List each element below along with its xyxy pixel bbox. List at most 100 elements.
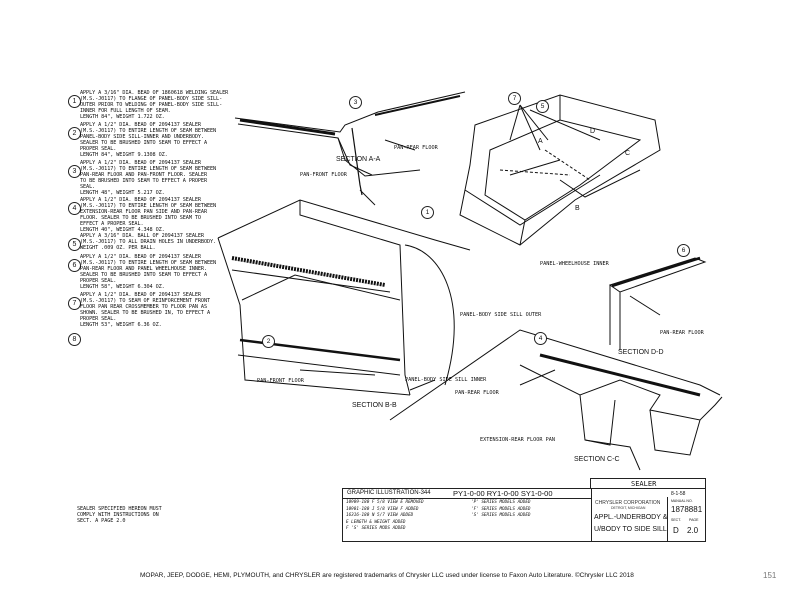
- note-line: FLOOR PAN REAR CROSSMEMBER TO FLOOR PAN …: [80, 304, 207, 310]
- sealer-note: APPLY A 3/16" DIA. BEAD OF 1860618 WELDI…: [80, 90, 280, 120]
- section-c-c-sketch: [389, 329, 723, 471]
- view-marker-d: D: [590, 128, 596, 135]
- view-marker-a: A: [538, 138, 543, 145]
- section-a-a-title: SECTION A-A: [336, 156, 381, 163]
- view-marker-b: B: [575, 205, 580, 212]
- sealer-note: APPLY A 1/2" DIA. BEAD OF 2094137 SEALER…: [80, 292, 280, 328]
- callout-3: 3: [349, 96, 362, 109]
- model-codes: PY1-0-00 RY1-0-00 SY1-0-00: [453, 489, 553, 498]
- note-line: EXTENSION-REAR FLOOR PAN SIDE AND PAN-RE…: [80, 209, 207, 215]
- note-line: (M.S.-J0117) TO ALL DRAIN HOLES IN UNDER…: [80, 239, 217, 245]
- bottom-note: SEALER SPECIFIED HEREON MUST COMPLY WITH…: [77, 506, 277, 524]
- note-line: TO BE BRUSHED INTO SEAM TO EFFECT A PROP…: [80, 178, 207, 184]
- callout-7: 7: [508, 92, 521, 105]
- label-sill-inner: PANEL-BODY SIDE SILL INNER: [405, 377, 487, 383]
- note-line: (M.S.-J0117) TO ENTIRE LENGTH OF SEAM BE…: [80, 260, 217, 266]
- note-line: LENGTH 48", WEIGHT 5.217 OZ.: [80, 190, 165, 196]
- note-line: LENGTH 40", WEIGHT 4.348 OZ.: [80, 227, 165, 233]
- note-line: PROPER SEAL.: [80, 278, 117, 284]
- note-line: APPLY A 3/16" DIA. BEAD OF 1860618 WELDI…: [80, 90, 229, 96]
- drawing-title-line2: U/BODY TO SIDE SILL: [594, 526, 667, 533]
- note-number: 6: [68, 259, 81, 272]
- underbody-sketch: [459, 94, 661, 246]
- note-line: PROPER SEAL.: [80, 316, 117, 322]
- page-value: 2.0: [687, 526, 699, 535]
- callout-2: 2: [262, 335, 275, 348]
- revision-entry: 10909-180 F 5/8 VIEW E REMOVED: [346, 500, 424, 505]
- note-number: 7: [68, 297, 81, 310]
- label-pan-front-floor: PAN-FRONT FLOOR: [300, 172, 347, 178]
- note-line: APPLY A 1/2" DIA. BEAD OF 2094137 SEALER: [80, 197, 201, 203]
- note-number: 3: [68, 165, 81, 178]
- sealer-note: APPLY A 1/2" DIA. BEAD OF 2094137 SEALER…: [80, 160, 280, 196]
- note-line: APPLY A 1/2" DIA. BEAD OF 2094137 SEALER: [80, 160, 201, 166]
- note-line: (M.S.-J0117) TO ENTIRE LENGTH OF SEAM BE…: [80, 166, 217, 172]
- sealer-note: APPLY A 1/2" DIA. BEAD OF 2094137 SEALER…: [80, 122, 280, 158]
- note-line: FLOOR. SEALER TO BE BRUSHED INTO SEAM TO: [80, 215, 201, 221]
- note-line: LENGTH 58", WEIGHT 6.304 OZ.: [80, 284, 165, 290]
- company-name: CHRYSLER CORPORATION: [595, 500, 661, 506]
- revision-entry: 10901-180 J 5/8 VIEW F ADDED: [346, 506, 419, 512]
- change-entry: 'P' SERIES MODELS ADDED: [471, 500, 531, 505]
- revision-entry: E LENGTH & WEIGHT ADDED: [346, 519, 406, 525]
- note-line: LENGTH 84", WEIGHT 1.722 OZ.: [80, 114, 165, 120]
- section-a-a-sketch: [234, 91, 466, 206]
- label-pan-front-floor: PAN-FRONT FLOOR: [257, 378, 304, 384]
- note-line: INNER FOR FULL LENGTH OF SEAM.: [80, 108, 171, 114]
- note-number: 8: [68, 333, 81, 346]
- sealer-note: APPLY A 3/16" DIA. BALL OF 2094137 SEALE…: [80, 233, 280, 251]
- section-b-b-title: SECTION B-B: [352, 402, 397, 409]
- section-d-d-sketch: [608, 256, 707, 350]
- note-line: (M.S.-J0117) TO FLANGE OF PANEL-BODY SID…: [80, 96, 223, 102]
- section-c-c-title: SECTION C-C: [574, 456, 620, 463]
- note-line: APPLY A 3/16" DIA. BALL OF 2094137 SEALE…: [80, 233, 204, 239]
- note-line: OUTER PRIOR TO WELDING OF PANEL-BODY SID…: [80, 102, 223, 108]
- note-line: SHOWN. SEALER TO BE BRUSHED IN, TO EFFEC…: [80, 310, 210, 316]
- note-line: APPLY A 1/2" DIA. BEAD OF 2094137 SEALER: [80, 122, 201, 128]
- bottom-note-line: SECT. A PAGE 2.0: [77, 518, 126, 524]
- note-line: SEALER TO BE BRUSHED INTO SEAM TO EFFECT…: [80, 272, 207, 278]
- title-block: GRAPHIC ILLUSTRATION-344 PY1-0-00 RY1-0-…: [342, 488, 706, 542]
- trademark-footer: MOPAR, JEEP, DODGE, HEMI, PLYMOUTH, and …: [140, 572, 634, 579]
- page-number: 151: [763, 571, 777, 580]
- note-line: APPLY A 1/2" DIA. BEAD OF 2094137 SEALER: [80, 292, 201, 298]
- note-line: SEALER TO BE BRUSHED INTO SEAM TO EFFECT…: [80, 140, 207, 146]
- drawing-title-line1: APPL.-UNDERBODY &: [594, 514, 668, 521]
- view-marker-c: C: [625, 150, 631, 157]
- note-line: (M.S.-J0117) TO ENTIRE LENGTH OF SEAM BE…: [80, 128, 217, 134]
- sealer-title: SEALER: [631, 480, 657, 488]
- callout-1: 1: [421, 206, 434, 219]
- revision-entry: 16316-180 N 5/7 VIEW ADDED: [346, 513, 414, 518]
- note-line: PROPER SEAL.: [80, 146, 117, 152]
- sealer-box: SEALER: [590, 478, 706, 489]
- label-sill-outer: PANEL-BODY SIDE SILL OUTER: [460, 312, 542, 318]
- company-location: DETROIT, MICHIGAN: [611, 506, 646, 510]
- sect-label: SECT.: [671, 518, 681, 522]
- note-line: (M.S.-J0117) TO SEAM OF REINFORCEMENT FR…: [80, 298, 210, 304]
- sect-value: D: [673, 526, 679, 535]
- change-entry: 'F' SERIES MODELS ADDED: [471, 506, 531, 512]
- revision-entry: F 'S' SERIES MODS ADDED: [346, 526, 406, 531]
- bottom-note-line: COMPLY WITH INSTRUCTIONS ON: [77, 512, 159, 518]
- date: 8-1-58: [671, 491, 686, 497]
- note-line: LENGTH 53", WEIGHT 6.36 OZ.: [80, 322, 162, 328]
- note-line: LENGTH 84", WEIGHT 9.1308 OZ.: [80, 152, 168, 158]
- note-line: WEIGHT .009 OZ. PER BALL.: [80, 245, 156, 251]
- callout-4: 4: [534, 332, 547, 345]
- note-line: (M.S.-J0117) TO ENTIRE LENGTH OF SEAM BE…: [80, 203, 217, 209]
- section-d-d-title: SECTION D-D: [618, 349, 664, 356]
- callout-6: 6: [677, 244, 690, 257]
- bottom-note-line: SEALER SPECIFIED HEREON MUST: [77, 506, 162, 512]
- note-line: EFFECT A PROPER SEAL.: [80, 221, 144, 227]
- page-label: PAGE: [689, 518, 699, 522]
- label-panel-wheelhouse-inner: PANEL-WHEELHOUSE INNER: [540, 261, 609, 267]
- change-list: 'P' SERIES MODELS ADDED'F' SERIES MODELS…: [471, 500, 531, 520]
- manual-no-label: MANUAL NO.: [671, 499, 693, 503]
- note-number: 2: [68, 127, 81, 140]
- note-number: 1: [68, 95, 81, 108]
- note-number: 4: [68, 202, 81, 215]
- note-line: PAN-REAR FLOOR AND PANEL WHEELHOUSE INNE…: [80, 266, 207, 272]
